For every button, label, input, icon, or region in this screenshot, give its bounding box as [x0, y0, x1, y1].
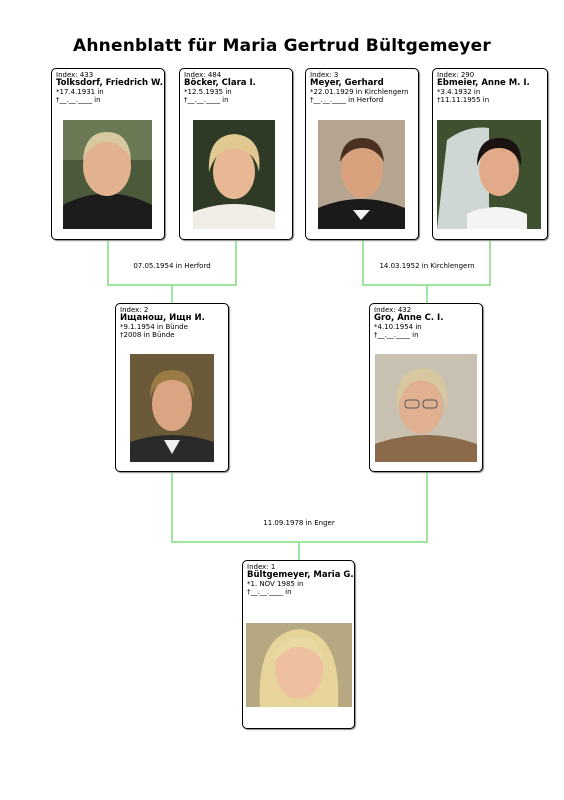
person-death: †2008 in Bünde [120, 331, 175, 339]
person-name: Ищанош, Ищн И. [120, 313, 205, 323]
marriage-label-left: 07.05.1954 in Herford [133, 262, 211, 270]
connector-bottom-parents [171, 472, 428, 543]
person-photo [63, 120, 152, 229]
person-index: Index: 484 [184, 71, 222, 79]
person-death: †__.__.____ in [56, 96, 101, 104]
person-birth: *9.1.1954 in Bünde [120, 323, 188, 331]
person-name: Ebmeier, Anne M. I. [437, 78, 530, 88]
person-birth: *17.4.1931 in [56, 88, 104, 96]
person-photo [130, 354, 214, 462]
person-death: †__.__.____ in [374, 331, 419, 339]
person-photo [193, 120, 275, 229]
person-birth: *22.01.1929 in Kirchlengern [310, 88, 409, 96]
person-birth: *12.5.1935 in [184, 88, 232, 96]
person-index: Index: 1 [247, 563, 276, 571]
person-death: †__.__.____ in Herford [310, 96, 384, 104]
person-index: Index: 2 [120, 306, 149, 314]
person-card-1[interactable]: Index: 1 Bültgemeyer, Maria G. *1. NOV 1… [242, 560, 355, 729]
person-birth: *1. NOV 1985 in [247, 580, 304, 588]
person-card-3[interactable]: Index: 3 Meyer, Gerhard *22.01.1929 in K… [305, 68, 419, 240]
person-name: Meyer, Gerhard [310, 78, 384, 88]
person-card-290[interactable]: Index: 290 Ebmeier, Anne M. I. *3.4.1932… [432, 68, 548, 240]
person-index: Index: 3 [310, 71, 339, 79]
person-index: Index: 290 [437, 71, 475, 79]
person-photo [246, 623, 352, 707]
person-name: Bültgemeyer, Maria G. [247, 570, 354, 580]
person-birth: *3.4.1932 in [437, 88, 481, 96]
person-card-433[interactable]: Index: 433 Tolksdorf, Friedrich W. *17.4… [51, 68, 165, 240]
person-name: Tolksdorf, Friedrich W. [56, 78, 163, 88]
person-card-484[interactable]: Index: 484 Böcker, Clara I. *12.5.1935 i… [179, 68, 293, 240]
person-birth: *4.10.1954 in [374, 323, 422, 331]
person-death: †__.__.____ in [184, 96, 229, 104]
person-card-432[interactable]: Index: 432 Gro, Anne C. I. *4.10.1954 in… [369, 303, 483, 472]
page-title: Ahnenblatt für Maria Gertrud Bültgemeyer [73, 36, 491, 56]
person-name: Gro, Anne C. I. [374, 313, 444, 323]
person-death: †11.11.1955 in [437, 96, 490, 104]
marriage-label-right: 14.03.1952 in Kirchlengern [379, 262, 475, 270]
marriage-label-bottom: 11.09.1978 in Enger [263, 519, 335, 527]
person-index: Index: 433 [56, 71, 94, 79]
person-photo [375, 354, 477, 462]
person-photo [318, 120, 405, 229]
person-index: Index: 432 [374, 306, 412, 314]
person-photo [437, 120, 541, 229]
person-death: †__.__.____ in [247, 588, 292, 596]
person-name: Böcker, Clara I. [184, 78, 256, 88]
person-card-2[interactable]: Index: 2 Ищанош, Ищн И. *9.1.1954 in Bün… [115, 303, 229, 472]
